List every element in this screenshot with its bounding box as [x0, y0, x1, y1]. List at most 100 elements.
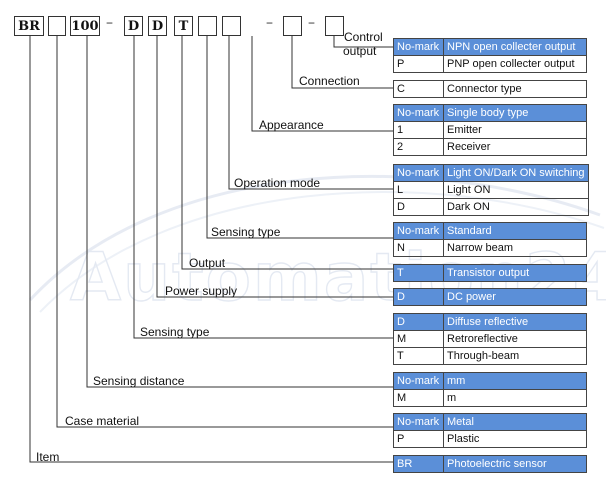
code-separator: –: [106, 15, 113, 31]
code-box-7: [198, 16, 217, 36]
option-code: M: [393, 389, 444, 407]
option-code: No-mark: [393, 372, 444, 390]
option-code: D: [393, 288, 444, 306]
category-label-line: output: [343, 44, 377, 58]
option-code: No-mark: [393, 222, 444, 240]
option-description: mm: [443, 372, 587, 390]
code-box-6: T: [174, 16, 193, 36]
option-code: No-mark: [393, 104, 444, 122]
code-box-10: [325, 16, 344, 36]
option-code: No-mark: [393, 38, 444, 56]
code-box-1: BR: [14, 16, 44, 36]
connector-line: [29, 36, 393, 463]
option-code: BR: [393, 455, 444, 473]
option-code: N: [393, 239, 444, 257]
connector-line: [251, 36, 393, 132]
category-label: Power supply: [165, 284, 238, 298]
connector-line: [133, 36, 393, 339]
option-description: PNP open collecter output: [443, 55, 587, 73]
category-label: Sensing type: [140, 325, 210, 339]
connector-line: [228, 36, 393, 190]
category-label: Item: [36, 450, 60, 464]
option-description: Plastic: [443, 430, 587, 448]
code-box-8: [222, 16, 241, 36]
option-description: Standard: [443, 222, 587, 240]
category-label-line: Control: [344, 30, 383, 44]
option-description: Emitter: [443, 121, 587, 139]
option-description: NPN open collecter output: [443, 38, 587, 56]
connector-lines: [29, 36, 393, 463]
code-separator: –: [308, 15, 315, 31]
category-label: Connection: [299, 74, 360, 88]
connector-line: [56, 36, 393, 428]
code-box-3: 100: [70, 16, 100, 36]
option-code: C: [393, 80, 444, 98]
connector-line: [156, 36, 393, 298]
option-code: 2: [393, 138, 444, 156]
category-label: Operation mode: [234, 176, 321, 190]
option-description: Diffuse reflective: [443, 313, 587, 331]
option-description: Single body type: [443, 104, 587, 122]
option-code: P: [393, 430, 444, 448]
option-code: L: [393, 181, 444, 199]
option-code: M: [393, 330, 444, 348]
option-code: T: [393, 347, 444, 365]
option-description: Light ON/Dark ON switching: [443, 164, 589, 182]
option-code: P: [393, 55, 444, 73]
option-description: Dark ON: [443, 198, 589, 216]
category-label: Case material: [65, 414, 140, 428]
option-description: Photoelectric sensor: [443, 455, 587, 473]
category-label: Sensing distance: [93, 374, 185, 388]
option-code: No-mark: [393, 413, 444, 431]
option-code: D: [393, 198, 444, 216]
code-box-2: [48, 16, 66, 36]
connector-line: [181, 36, 393, 270]
option-code: T: [393, 264, 444, 282]
option-description: m: [443, 389, 587, 407]
option-description: Metal: [443, 413, 587, 431]
option-description: DC power: [443, 288, 587, 306]
option-description: Through-beam: [443, 347, 587, 365]
code-box-9: [283, 16, 302, 36]
connector-line: [86, 36, 393, 388]
code-separator: –: [266, 15, 273, 31]
category-label: Output: [189, 256, 226, 270]
connector-line: [291, 36, 393, 89]
option-code: D: [393, 313, 444, 331]
connector-line: [206, 36, 393, 239]
option-description: Receiver: [443, 138, 587, 156]
option-description: Narrow beam: [443, 239, 587, 257]
option-description: Light ON: [443, 181, 589, 199]
code-box-4: D: [124, 16, 143, 36]
